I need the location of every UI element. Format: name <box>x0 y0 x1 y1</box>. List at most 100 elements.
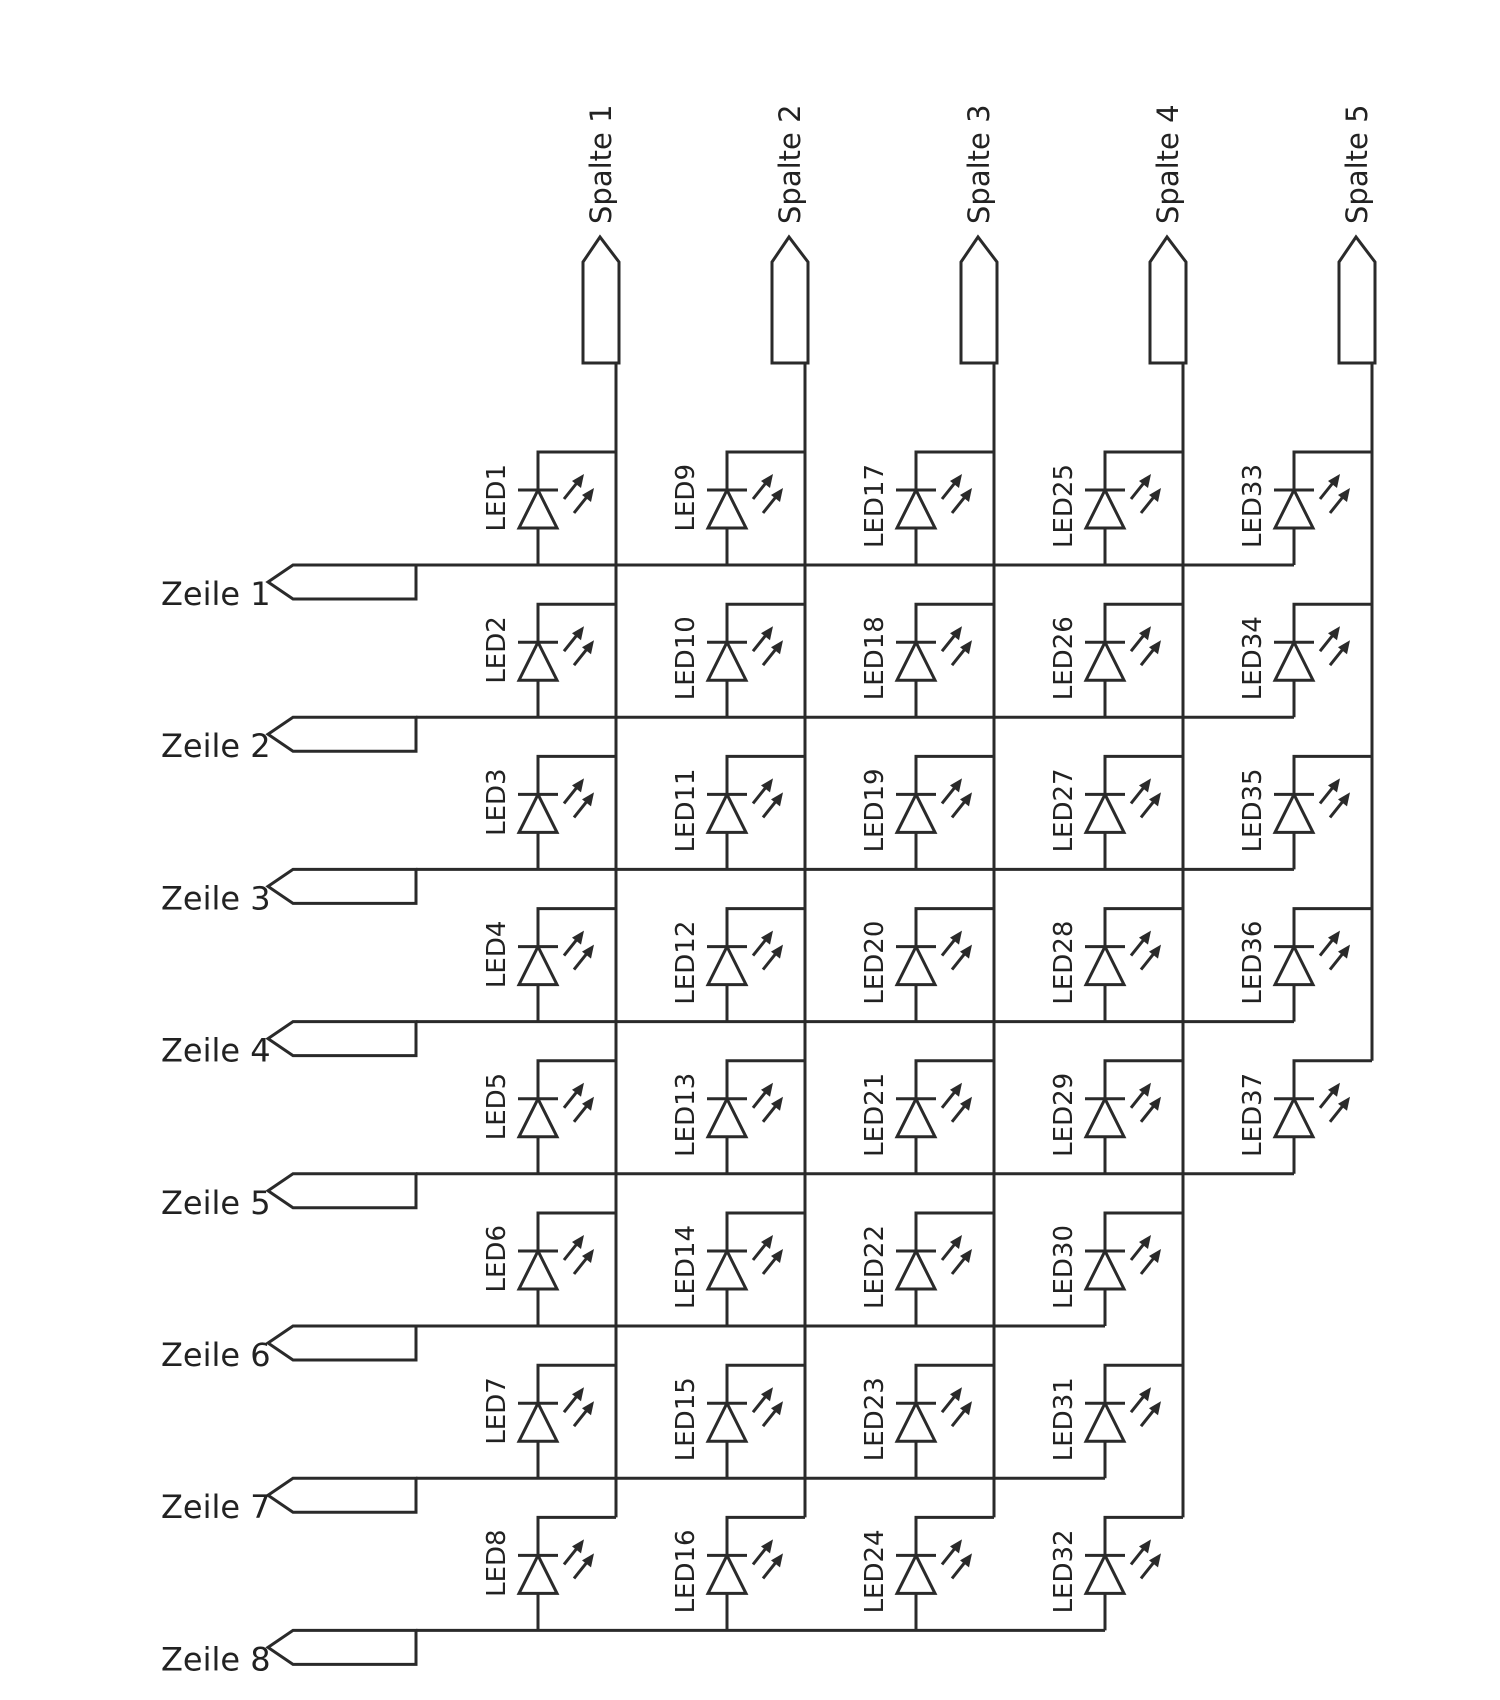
led-label: LED31 <box>1049 1377 1079 1461</box>
led-label: LED37 <box>1238 1073 1268 1157</box>
led-led36: LED36 <box>1238 907 1372 1022</box>
arrow-head-icon <box>1139 778 1151 793</box>
arrow-head-icon <box>950 474 962 488</box>
arrow-head-icon <box>1139 930 1151 945</box>
row-label: Zeile 7 <box>161 1488 271 1526</box>
arrow-head-icon <box>1149 640 1161 655</box>
arrow-head-icon <box>761 474 773 488</box>
led-label: LED9 <box>671 464 701 531</box>
led-label: LED5 <box>482 1073 512 1140</box>
diode-triangle-icon <box>1272 943 1316 987</box>
diode-triangle-icon <box>894 1095 938 1139</box>
arrow-head-icon <box>771 488 783 502</box>
row-5: Zeile 5 <box>161 1172 1294 1222</box>
arrow-head-icon <box>1149 792 1161 807</box>
led-label: LED17 <box>860 464 890 548</box>
led-led29: LED29 <box>1049 1059 1183 1174</box>
column-2: Spalte 2LED9LED10LED11LED12LED13LED14LED… <box>671 104 810 1631</box>
led-label: LED8 <box>482 1529 512 1596</box>
arrow-head-icon <box>950 1539 962 1554</box>
led-label: LED30 <box>1049 1225 1079 1309</box>
column-4: Spalte 4LED25LED26LED27LED28LED29LED30LE… <box>1049 104 1188 1631</box>
arrow-head-icon <box>1338 1096 1350 1111</box>
led-led12: LED12 <box>671 907 805 1022</box>
arrow-head-icon <box>761 778 773 793</box>
led-label: LED11 <box>671 768 701 852</box>
led-led22: LED22 <box>860 1211 994 1326</box>
diode-triangle-icon <box>894 791 938 834</box>
led-led23: LED23 <box>860 1363 994 1479</box>
diode-triangle-icon <box>1083 1399 1127 1443</box>
led-label: LED6 <box>482 1225 512 1292</box>
led-led18: LED18 <box>860 602 994 718</box>
led-label: LED28 <box>1049 921 1079 1005</box>
led-led25: LED25 <box>1049 450 1183 565</box>
arrow-head-icon <box>1338 944 1350 959</box>
diode-triangle-icon <box>705 638 749 682</box>
led-label: LED3 <box>482 768 512 835</box>
led-label: LED21 <box>860 1073 890 1157</box>
led-led9: LED9 <box>671 450 805 565</box>
row-connector <box>265 715 418 753</box>
row-label: Zeile 4 <box>161 1032 271 1070</box>
diode-triangle-icon <box>516 943 560 987</box>
row-connector <box>265 1628 418 1666</box>
arrow-head-icon <box>1328 1082 1340 1097</box>
led-label: LED14 <box>671 1225 701 1309</box>
column-connector <box>581 234 621 365</box>
arrow-head-icon <box>771 944 783 959</box>
column-connector <box>770 234 810 365</box>
led-led5: LED5 <box>482 1059 616 1174</box>
led-label: LED23 <box>860 1377 890 1461</box>
row-connector <box>265 867 418 905</box>
led-led8: LED8 <box>482 1515 616 1631</box>
arrow-head-icon <box>771 792 783 807</box>
column-connector <box>1148 234 1188 365</box>
arrow-head-icon <box>950 1235 962 1249</box>
led-led31: LED31 <box>1049 1363 1183 1479</box>
led-led3: LED3 <box>482 754 616 870</box>
arrow-head-icon <box>950 778 962 793</box>
diode-triangle-icon <box>894 1247 938 1291</box>
led-led11: LED11 <box>671 754 805 870</box>
led-label: LED29 <box>1049 1073 1079 1157</box>
arrow-head-icon <box>582 1249 594 1263</box>
row-connector <box>265 1324 418 1362</box>
arrow-head-icon <box>582 1401 594 1416</box>
led-led32: LED32 <box>1049 1515 1183 1631</box>
arrow-head-icon <box>1139 1082 1151 1097</box>
led-label: LED34 <box>1238 616 1268 700</box>
diode-triangle-icon <box>1272 638 1316 682</box>
led-led14: LED14 <box>671 1211 805 1326</box>
column-label: Spalte 2 <box>773 104 807 224</box>
arrow-head-icon <box>771 640 783 655</box>
diode-triangle-icon <box>516 1552 560 1595</box>
led-led35: LED35 <box>1238 754 1372 870</box>
arrow-head-icon <box>1149 1249 1161 1263</box>
row-connector <box>265 1172 418 1210</box>
arrow-head-icon <box>572 1387 584 1402</box>
arrow-head-icon <box>771 1553 783 1568</box>
diode-triangle-icon <box>705 1399 749 1443</box>
led-led2: LED2 <box>482 602 616 718</box>
arrow-head-icon <box>1139 474 1151 488</box>
led-led21: LED21 <box>860 1059 994 1174</box>
diode-triangle-icon <box>1272 1095 1316 1139</box>
arrow-head-icon <box>1149 488 1161 502</box>
arrow-head-icon <box>960 488 972 502</box>
column-label: Spalte 3 <box>962 104 996 224</box>
led-led4: LED4 <box>482 907 616 1022</box>
arrow-head-icon <box>1328 474 1340 488</box>
arrow-head-icon <box>761 1082 773 1097</box>
row-connector <box>265 1476 418 1514</box>
diode-triangle-icon <box>894 943 938 987</box>
led-label: LED15 <box>671 1377 701 1461</box>
arrow-head-icon <box>1139 1387 1151 1402</box>
led-label: LED20 <box>860 921 890 1005</box>
led-led28: LED28 <box>1049 907 1183 1022</box>
led-led16: LED16 <box>671 1515 805 1631</box>
arrow-head-icon <box>1338 792 1350 807</box>
